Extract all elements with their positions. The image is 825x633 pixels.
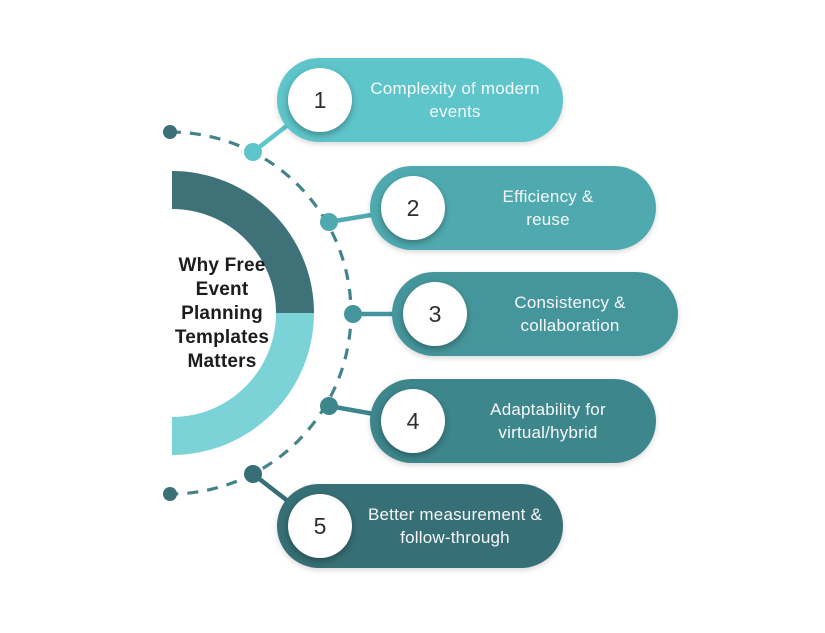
item-number-1: 1	[313, 86, 327, 113]
diagram-title-line: Event	[195, 279, 249, 300]
item-label-4-line-2: virtual/hybrid	[498, 423, 598, 442]
item-label-1-line-2: events	[429, 102, 481, 121]
item-label-3: Consistency & collaboration	[470, 272, 670, 356]
diagram-title-line: Templates	[174, 327, 270, 348]
item-label-2-line-2: reuse	[526, 210, 570, 229]
item-number-3: 3	[428, 300, 442, 327]
item-number-5: 5	[313, 512, 327, 539]
item-number-2: 2	[406, 194, 420, 221]
donut-bottom-half	[172, 313, 314, 455]
item-label-1-line-1: Complexity of modern	[370, 79, 540, 98]
item-number-circle-5: 5	[288, 494, 352, 558]
connector-dot-4	[320, 397, 338, 415]
diagram-title-line: Planning	[181, 303, 263, 324]
item-label-1: Complexity of modern events	[355, 58, 555, 142]
diagram-title: Why Free Event Planning Templates Matter…	[122, 254, 322, 374]
item-label-2: Efficiency & reuse	[448, 166, 648, 250]
item-pill-2: 2 Efficiency & reuse	[370, 166, 656, 250]
item-number-circle-1: 1	[288, 68, 352, 132]
item-number-circle-4: 4	[381, 389, 445, 453]
item-label-3-line-1: Consistency &	[514, 293, 626, 312]
connector-dot-5	[244, 465, 262, 483]
item-number-circle-2: 2	[381, 176, 445, 240]
item-pill-4: 4 Adaptability for virtual/hybrid	[370, 379, 656, 463]
item-label-5: Better measurement & follow-through	[355, 484, 555, 568]
diagram-title-line: Matters	[187, 351, 257, 372]
connector-dot-2	[320, 213, 338, 231]
arc-end-dot-bottom	[163, 487, 177, 501]
item-label-5-line-2: follow-through	[400, 528, 510, 547]
item-pill-3: 3 Consistency & collaboration	[392, 272, 678, 356]
item-number-4: 4	[406, 407, 420, 434]
connector-dot-1	[244, 143, 262, 161]
diagram-title-line: Why Free	[178, 255, 266, 276]
arc-end-dot-top	[163, 125, 177, 139]
item-label-4-line-1: Adaptability for	[490, 400, 606, 419]
item-pill-1: 1 Complexity of modern events	[277, 58, 563, 142]
item-label-4: Adaptability for virtual/hybrid	[448, 379, 648, 463]
item-pill-5: 5 Better measurement & follow-through	[277, 484, 563, 568]
connector-dot-3	[344, 305, 362, 323]
item-label-3-line-2: collaboration	[520, 316, 620, 335]
donut-top-half	[172, 171, 314, 313]
item-number-circle-3: 3	[403, 282, 467, 346]
item-label-2-line-1: Efficiency &	[502, 187, 594, 206]
item-label-5-line-1: Better measurement &	[367, 505, 543, 524]
